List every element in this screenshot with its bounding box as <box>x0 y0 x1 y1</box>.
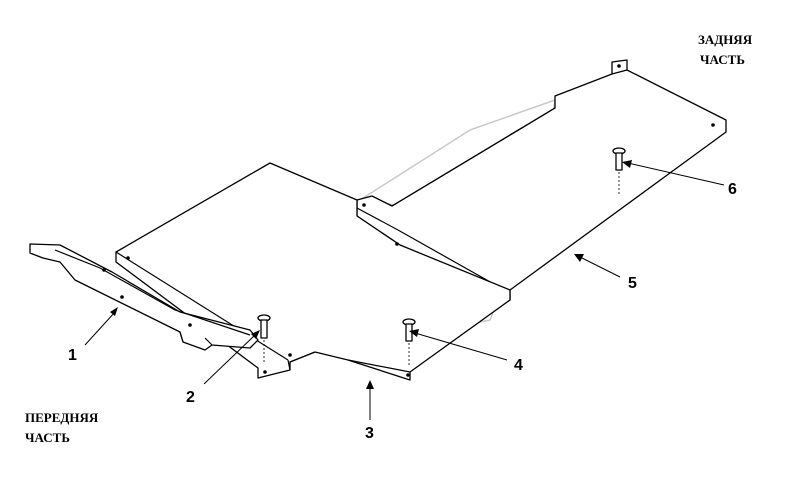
front-label-line1: ПЕРЕДНЯЯ <box>25 410 99 425</box>
callout-3: 3 <box>365 425 374 442</box>
callout-6: 6 <box>728 181 737 198</box>
bolt-4 <box>402 318 416 366</box>
front-label-line2: ЧАСТЬ <box>25 430 70 445</box>
front-rail <box>29 243 259 351</box>
callout-2: 2 <box>186 389 195 406</box>
bolt-6 <box>612 147 626 196</box>
callout-4: 4 <box>514 357 523 374</box>
leader-lines <box>84 160 725 420</box>
rear-label-line2: ЧАСТЬ <box>700 52 745 67</box>
bolt-2 <box>257 314 271 364</box>
rear-label-line1: ЗАДНЯЯ <box>698 32 753 47</box>
callout-5: 5 <box>628 275 637 292</box>
callout-1: 1 <box>68 347 77 364</box>
